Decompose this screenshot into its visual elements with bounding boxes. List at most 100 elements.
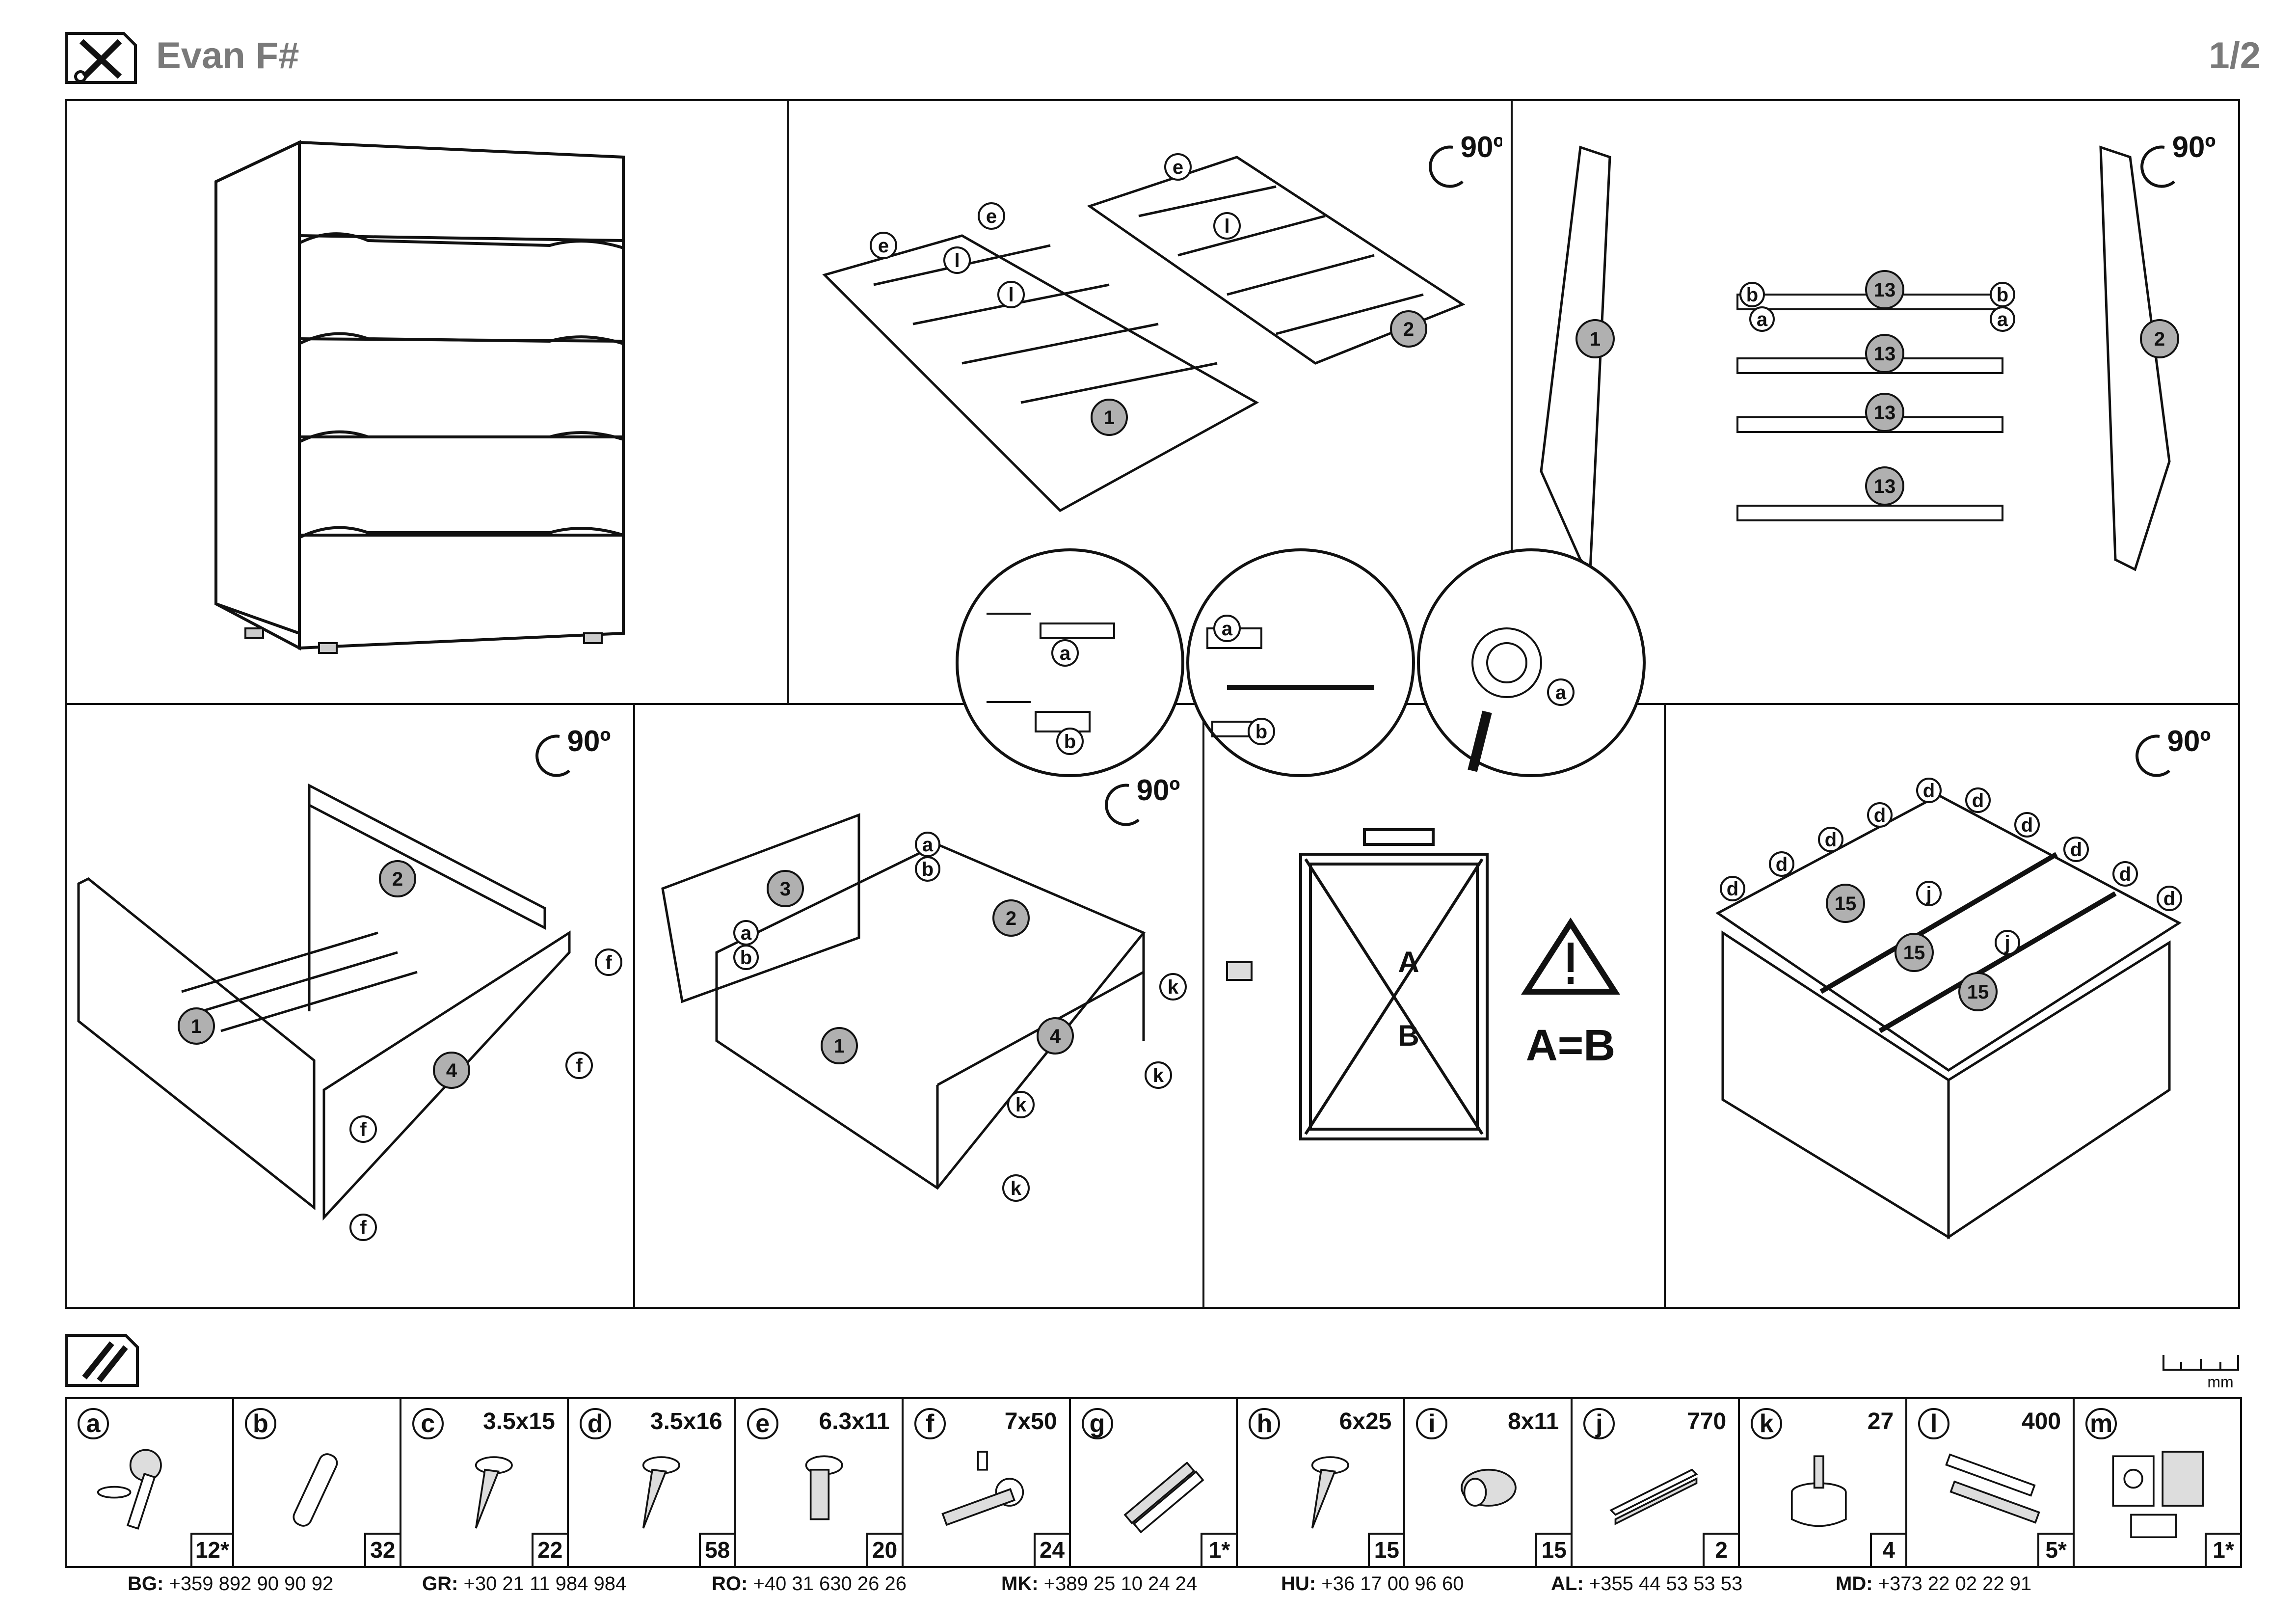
label-b: b [922, 859, 934, 880]
part-letter: c [412, 1408, 444, 1439]
part-quantity: 58 [698, 1533, 734, 1566]
label-e: e [1173, 157, 1183, 178]
contact-phone: MD: +373 22 02 22 91 [1836, 1573, 2031, 1595]
divider [787, 99, 789, 705]
part-label-1: 1 [191, 1016, 202, 1037]
label-d: d [1923, 780, 1935, 802]
part-size: 770 [1687, 1408, 1727, 1435]
label-j: j [1925, 883, 1931, 905]
contact-number: +36 17 00 96 60 [1321, 1573, 1464, 1595]
part-letter: e [747, 1408, 778, 1439]
part-quantity: 1* [1201, 1533, 1236, 1566]
label-b: b [1064, 731, 1076, 753]
label-k: k [1015, 1094, 1027, 1116]
label-d: d [1825, 829, 1837, 851]
contact-phone: MK: +389 25 10 24 24 [1001, 1573, 1197, 1595]
label-a: a [1757, 309, 1768, 330]
contact-number: +355 44 53 53 53 [1589, 1573, 1743, 1595]
divider [1664, 703, 1666, 1309]
label-k: k [1153, 1065, 1164, 1086]
label-d: d [1972, 790, 1984, 812]
rotate-90-icon: 90º [2140, 131, 2216, 188]
contact-number: +30 21 11 984 984 [463, 1573, 627, 1595]
part-label-1: 1 [834, 1035, 845, 1057]
label-f: f [605, 952, 612, 974]
rotate-90-icon: 90º [1105, 774, 1180, 826]
step-4-illustration: 1 2 4 f f f f 90º [77, 725, 622, 1241]
part-size: 3.5x15 [482, 1408, 555, 1435]
part-quantity: 1* [2204, 1533, 2240, 1566]
divider [1202, 703, 1204, 1309]
bracket-icon [2112, 1451, 2204, 1539]
contact-phone: AL: +355 44 53 53 53 [1551, 1573, 1742, 1595]
page-title: Evan F# [156, 35, 299, 77]
part-quantity: 24 [1033, 1533, 1069, 1566]
rail-label-13: 13 [1874, 402, 1896, 424]
contact-phone: GR: +30 21 11 984 984 [422, 1573, 626, 1595]
label-d: d [2021, 814, 2033, 836]
rail-label-13: 13 [1874, 343, 1896, 365]
side-label-2: 2 [2154, 328, 2165, 350]
part-quantity: 12* [190, 1533, 232, 1566]
rotate-90-icon: 90º [535, 725, 611, 777]
contact-country-code: RO: [712, 1573, 748, 1595]
svg-text:90º: 90º [1137, 774, 1180, 807]
label-e: e [878, 235, 889, 257]
label-e: e [986, 206, 997, 227]
divider [633, 703, 635, 1309]
svg-text:90º: 90º [2172, 131, 2216, 163]
part-letter: j [1583, 1408, 1615, 1439]
part-letter: a [78, 1408, 109, 1439]
contact-number: +40 31 630 26 26 [753, 1573, 907, 1595]
label-a: a [922, 834, 934, 856]
panel-label-15: 15 [1835, 893, 1857, 915]
step-2-rails-illustration: e e l l 1 2 e l 90º [822, 131, 1502, 513]
dowel-icon [293, 1453, 338, 1527]
label-k: k [1011, 1178, 1022, 1199]
part-letter: b [244, 1408, 276, 1439]
step-1-chest-illustration [214, 140, 625, 654]
label-b: b [740, 947, 752, 969]
slide-rail-icon [1945, 1453, 2040, 1524]
contact-phone: BG: +359 892 90 90 92 [128, 1573, 333, 1595]
label-a: a [1060, 643, 1071, 664]
label-a: a [1222, 618, 1233, 640]
ruler-unit: mm [2207, 1373, 2233, 1389]
part-label-2: 2 [1403, 319, 1414, 340]
part-label-2: 2 [392, 868, 403, 890]
label-f: f [360, 1217, 367, 1239]
diagonal-b-label: B [1398, 1019, 1419, 1052]
label-j: j [2004, 932, 2010, 954]
insert-nut-icon [1461, 1468, 1517, 1507]
part-label-4: 4 [446, 1060, 457, 1082]
label-d: d [1874, 805, 1886, 826]
label-k: k [1168, 976, 1179, 998]
diagonal-a-label: A [1398, 946, 1419, 978]
contact-country-code: BG: [128, 1573, 164, 1595]
part-letter: f [914, 1408, 946, 1439]
step-6-square-check: A B A=B [1226, 828, 1620, 1140]
divider [1511, 99, 1513, 705]
contact-phone: HU: +36 17 00 96 60 [1281, 1573, 1464, 1595]
part-quantity: 22 [531, 1533, 567, 1566]
foot-icon [1791, 1455, 1847, 1527]
label-d: d [2119, 864, 2131, 885]
panel-label-15: 15 [1903, 942, 1925, 964]
panel-label-15: 15 [1967, 981, 1989, 1003]
anchor-icon [1123, 1461, 1204, 1534]
part-letter: i [1416, 1408, 1448, 1439]
part-cell-c: c 3.5x15 22 [399, 1397, 569, 1568]
contact-country-code: GR: [422, 1573, 458, 1595]
zoom-detail-illustration: a b a b a [956, 548, 1646, 777]
label-d: d [2070, 839, 2082, 861]
label-f: f [576, 1055, 583, 1077]
screw-icon [475, 1456, 513, 1529]
part-quantity: 15 [1535, 1533, 1571, 1566]
